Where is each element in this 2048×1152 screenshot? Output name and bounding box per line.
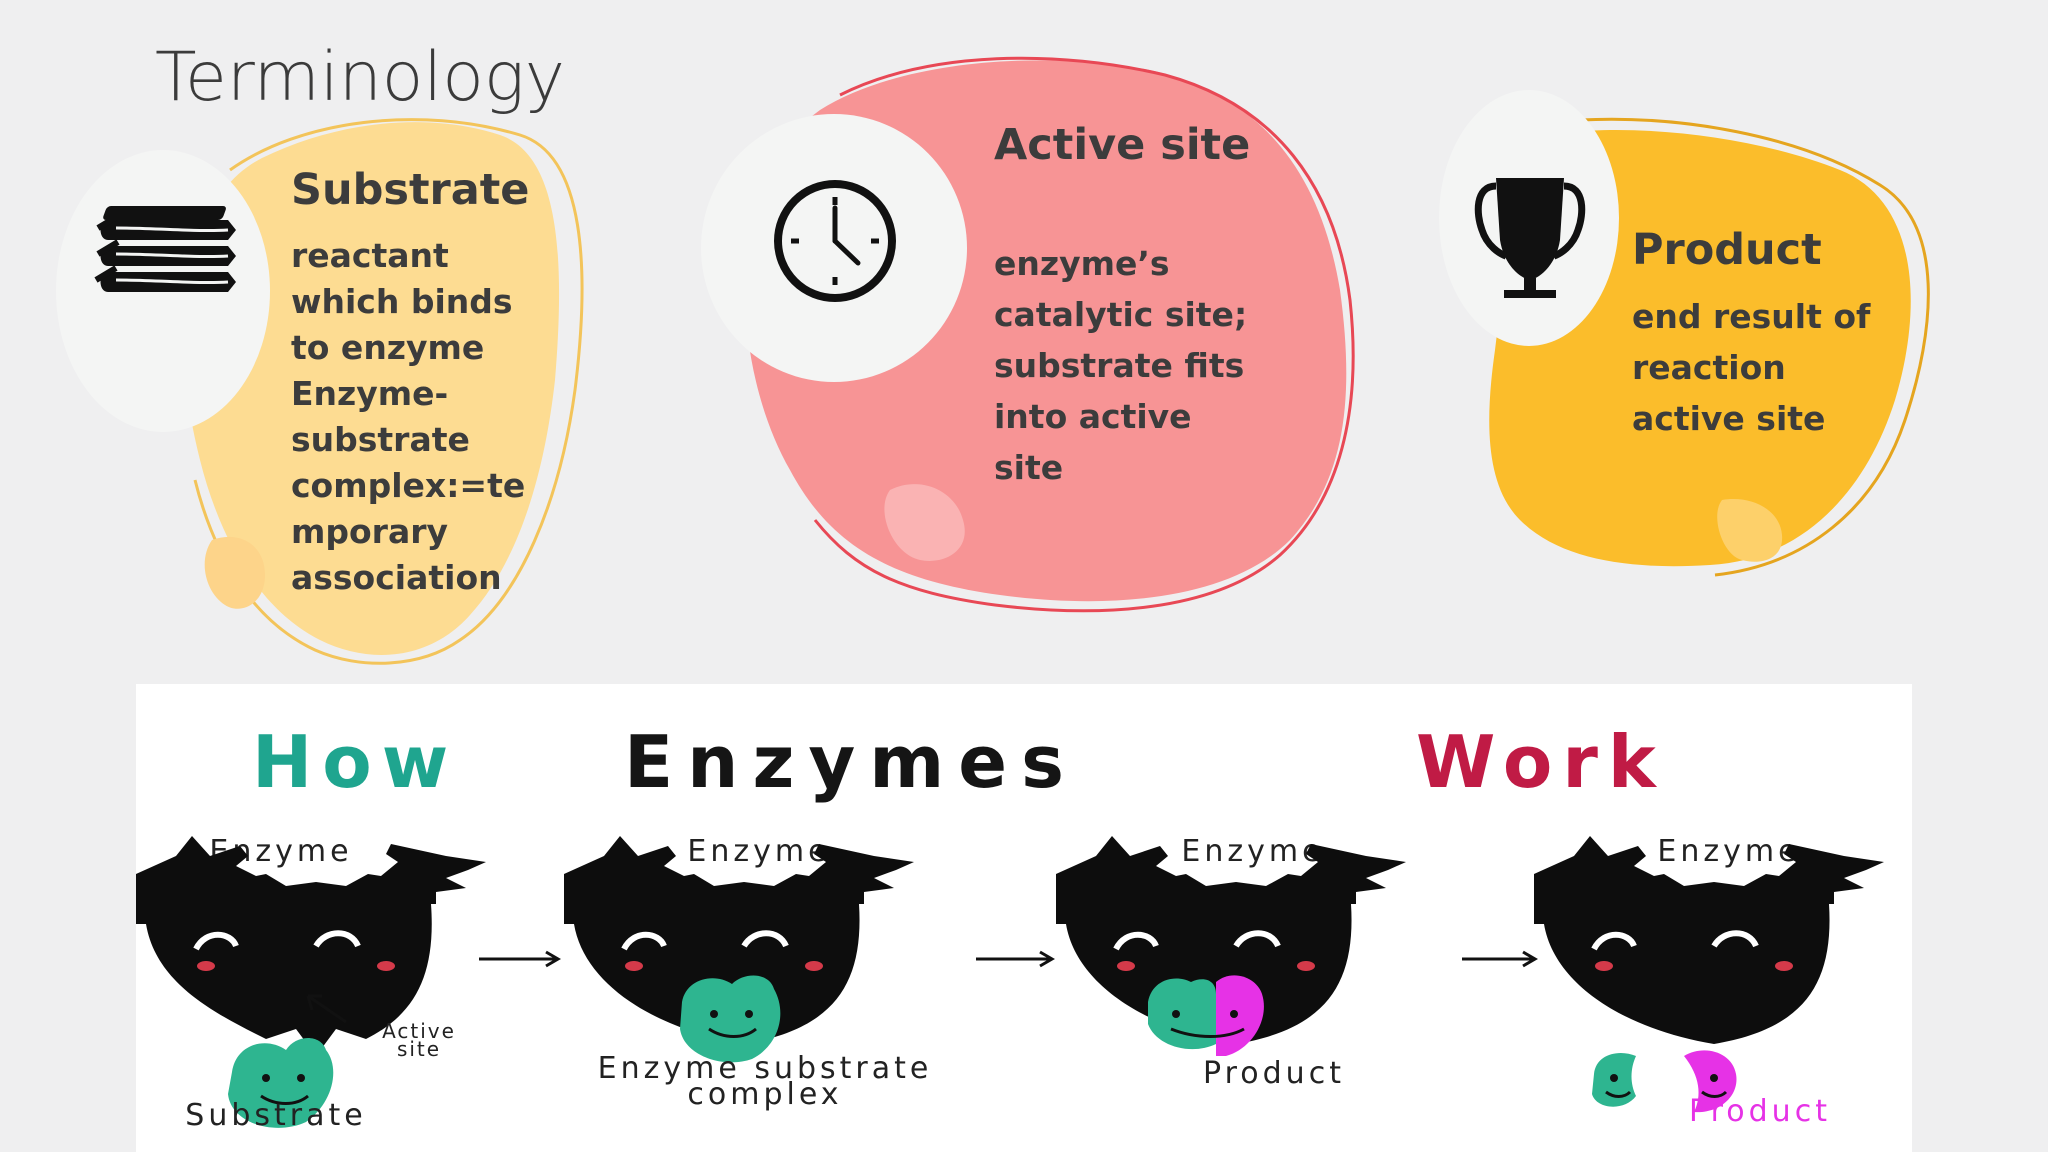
substrate-card: Substrate reactant which binds to enzyme…: [291, 165, 531, 601]
active-site-arrow: [306, 994, 347, 1024]
enzyme-4: [1534, 836, 1884, 1113]
enzyme-2: [564, 836, 914, 1063]
trophy-icon: [1474, 178, 1586, 298]
substrate-line: complex:=te: [291, 466, 526, 505]
active-site-line: catalytic site;: [994, 295, 1248, 334]
active-site-icon-circle: [701, 114, 967, 382]
heading-work: Work: [1416, 720, 1666, 804]
arrow-2: [976, 950, 1055, 968]
substrate-line: substrate: [291, 420, 470, 459]
product-line: reaction: [1632, 348, 1786, 387]
enzyme-1: [136, 836, 486, 1056]
active-site-label-line: Active: [382, 1019, 456, 1043]
product-droplet: [1717, 499, 1783, 562]
complex-label-line: complex: [687, 1077, 843, 1112]
active-site-label: Active site: [364, 1019, 474, 1061]
active-site-title: Active site: [994, 120, 1251, 170]
active-site-card: Active site enzyme’s catalytic site; sub…: [994, 120, 1269, 493]
substrate-outline: [193, 118, 584, 665]
heading-how: How: [252, 720, 459, 804]
product-body: end result of reaction active site: [1632, 291, 1892, 444]
substrate-title: Substrate: [291, 165, 530, 215]
slide-title: Terminology: [155, 38, 565, 117]
enzyme-label: Enzyme: [1657, 834, 1801, 869]
substrate-body: reactant which binds to enzyme Enzyme- s…: [291, 233, 531, 601]
active-site-line: enzyme’s: [994, 244, 1170, 283]
active-site-label-line: site: [396, 1037, 442, 1061]
complex-label: Enzyme substrate complex: [540, 1051, 990, 1112]
product-title: Product: [1632, 225, 1822, 275]
substrate-label: Substrate: [185, 1098, 367, 1133]
product-outline: [1579, 117, 1930, 577]
product-line: end result of: [1632, 297, 1871, 336]
arrow-1: [479, 950, 561, 968]
product-final-label: Product: [1689, 1094, 1831, 1129]
active-site-droplet: [884, 484, 965, 561]
active-site-body: enzyme’s catalytic site; substrate fits …: [994, 238, 1269, 493]
active-site-line: into active site: [994, 397, 1192, 487]
card-shapes: [94, 56, 1930, 665]
complex-label-line: Enzyme substrate: [597, 1051, 933, 1086]
substrate-line: Enzyme-: [291, 374, 449, 413]
substrate-line: association: [291, 558, 502, 597]
substrate-shape: [228, 1038, 334, 1128]
substrate-line: reactant: [291, 236, 449, 275]
diagram-art: [136, 836, 1884, 1128]
arrow-3: [1462, 950, 1538, 968]
active-site-outline: [813, 56, 1355, 613]
substrate-line: mporary: [291, 512, 449, 551]
enzyme-3: [1056, 836, 1406, 1056]
substrate-droplet: [204, 536, 265, 609]
product-card: Product end result of reaction active si…: [1632, 225, 1892, 444]
enzyme-label: Enzyme: [687, 834, 831, 869]
substrate-line: to enzyme: [291, 328, 485, 367]
enzyme-diagram: How Enzymes Work Enzyme Enzyme Enzyme En…: [136, 684, 1912, 1152]
heading-enzymes: Enzymes: [624, 720, 1078, 804]
product-mid-label: Product: [1203, 1056, 1345, 1091]
product-line: active site: [1632, 399, 1826, 438]
substrate-line: which binds: [291, 282, 513, 321]
books-icon: [94, 206, 236, 292]
substrate-blob: [183, 122, 560, 655]
clock-icon: [774, 180, 896, 302]
enzyme-label: Enzyme: [1181, 834, 1325, 869]
active-site-line: substrate fits: [994, 346, 1245, 385]
